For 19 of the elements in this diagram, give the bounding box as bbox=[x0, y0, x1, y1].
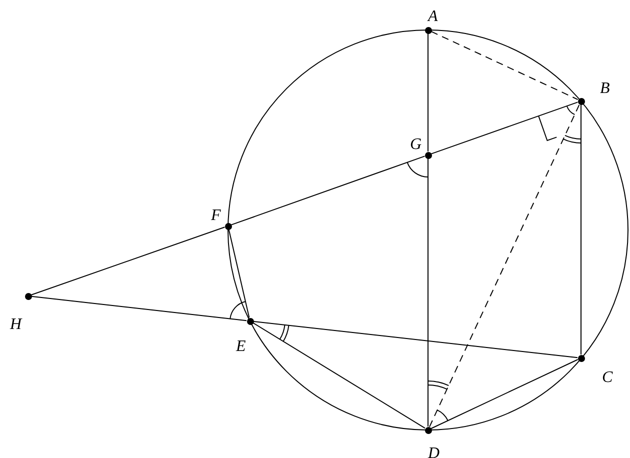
point-label: D bbox=[428, 446, 440, 458]
line-segment bbox=[430, 102, 578, 154]
point-label: A bbox=[428, 9, 438, 25]
line-segment bbox=[252, 320, 578, 358]
point-label: H bbox=[10, 317, 22, 333]
line-segment bbox=[428, 104, 580, 428]
point-label: C bbox=[602, 370, 613, 386]
line-segment bbox=[30, 226, 226, 296]
line-segment bbox=[430, 359, 578, 429]
point-label: G bbox=[410, 137, 422, 153]
line-segment bbox=[252, 322, 426, 429]
point-label: F bbox=[211, 208, 221, 224]
line-segment bbox=[580, 104, 582, 355]
line-segment bbox=[230, 156, 426, 226]
line-segment bbox=[228, 228, 250, 318]
line-segment bbox=[430, 30, 578, 100]
line-segment bbox=[30, 296, 248, 322]
point-label: B bbox=[600, 81, 610, 97]
point-label: E bbox=[236, 339, 246, 355]
